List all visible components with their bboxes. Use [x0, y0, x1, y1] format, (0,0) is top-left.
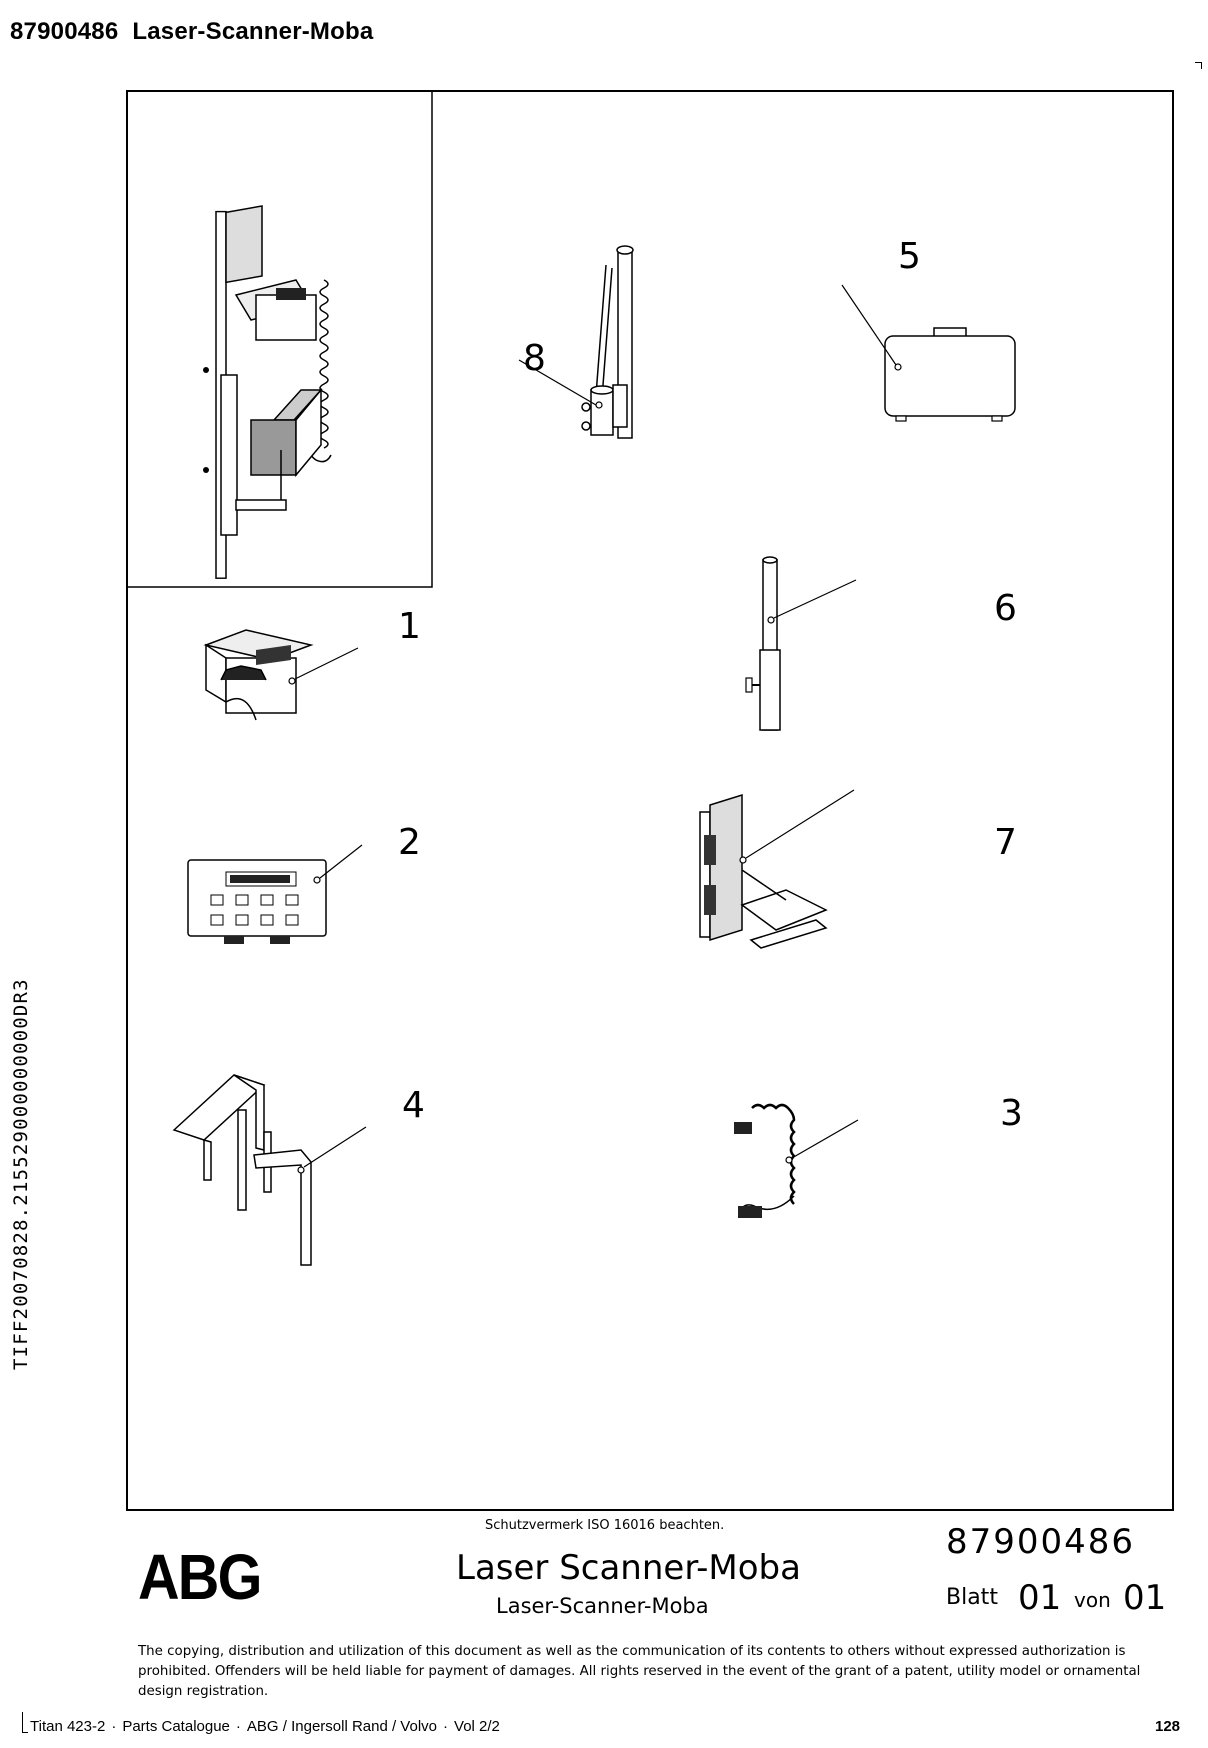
part-6-mast-tube [745, 556, 857, 731]
copyright-notice: The copying, distribution and utilizatio… [138, 1644, 1141, 1699]
part-1-scanner-head [203, 629, 359, 721]
callout-6: 6 [994, 588, 1017, 629]
callout-1: 1 [398, 606, 421, 647]
drawing-frame [126, 90, 1174, 1511]
page-title: 87900486 Laser-Scanner-Moba [10, 18, 387, 46]
page-number: 128 [1155, 1718, 1181, 1735]
footer-catalogue-info: Titan 423-2·Parts Catalogue·ABG / Ingers… [30, 1718, 500, 1735]
part-4-mounting-bracket [172, 1074, 367, 1266]
sheet-total: 01 [1123, 1578, 1167, 1618]
callout-8: 8 [523, 338, 546, 379]
assembly-overview-box [126, 90, 433, 588]
corner-crop-mark [1195, 62, 1202, 69]
drawing-part-number: 87900486 [946, 1522, 1136, 1562]
sheet-number: 01 [1018, 1578, 1062, 1618]
callout-3: 3 [1000, 1093, 1023, 1134]
part-3-coiled-cable [734, 1103, 859, 1218]
footer-crop-mark [22, 1712, 28, 1733]
exploded-parts-drawing: 1 2 3 4 5 6 7 8 [126, 90, 1023, 1266]
footer-manufacturer: ABG / Ingersoll Rand / Volvo [246, 1718, 438, 1735]
footer-model: Titan 423-2 [30, 1718, 106, 1735]
callout-2: 2 [398, 822, 421, 863]
drawing-title: Laser Scanner-Moba [456, 1548, 801, 1588]
part-5-carrying-case [841, 284, 1016, 422]
side-document-code: TIFF20070828.215529000000000DR3 [10, 978, 32, 1370]
part-2-control-box [187, 844, 363, 944]
callout-7: 7 [994, 822, 1017, 863]
footer-volume: Vol 2/2 [454, 1718, 500, 1735]
header-title-text: Laser-Scanner-Moba [132, 18, 374, 45]
abg-logo: ABG [138, 1541, 262, 1613]
part-7-bracket-plate [699, 789, 855, 949]
drawing-subtitle: Laser-Scanner-Moba [496, 1594, 709, 1618]
sheet-label: Blatt [946, 1585, 998, 1610]
header-part-number: 87900486 [10, 18, 119, 45]
part-8-post-clamp [518, 245, 634, 439]
protection-notice: Schutzvermerk ISO 16016 beachten. [485, 1518, 725, 1533]
callout-5: 5 [898, 236, 921, 277]
footer-catalogue: Parts Catalogue [122, 1718, 230, 1735]
sheet-of-label: von [1074, 1588, 1111, 1612]
callout-4: 4 [402, 1085, 425, 1126]
